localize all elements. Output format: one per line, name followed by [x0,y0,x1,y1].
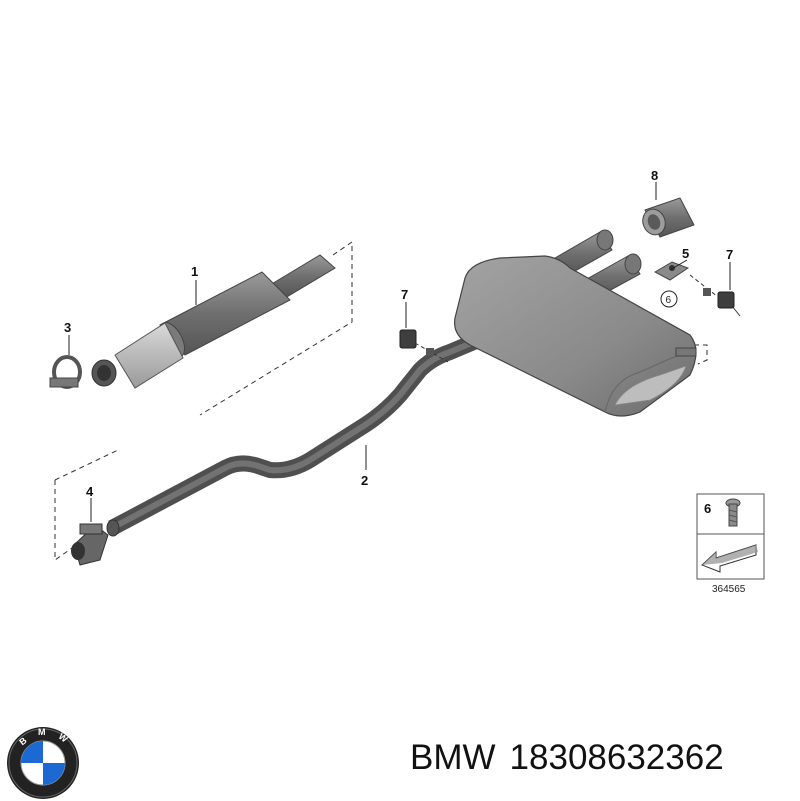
front-pipe-with-catalytic-converter [91,254,336,389]
hanger-bracket [653,261,690,281]
part-caption: BMW 18308632362 [410,738,724,778]
rear-muffler [453,229,697,417]
center-exhaust-pipe [106,328,492,537]
inset-number: 6 [704,501,711,516]
rubber-mount-right [689,274,741,317]
brand-name: BMW [410,738,496,777]
callout-7-left: 7 [401,287,408,302]
callout-7-right: 7 [726,247,733,262]
bolt-icon [725,498,741,527]
callout-5: 5 [682,246,689,261]
arrow-icon [701,544,758,573]
logo-letter-m: M [38,727,46,737]
rubber-mount-left [399,329,449,363]
callout-8: 8 [651,168,658,183]
inset-legend: 6 364565 [696,493,765,595]
callout-2: 2 [361,473,368,488]
assembly-outline-front [54,241,708,561]
pipe-clamp [49,355,82,389]
callout-3: 3 [64,320,71,335]
callout-1: 1 [191,264,198,279]
bmw-logo: B M W [7,727,79,799]
inset-image-id: 364565 [712,584,746,595]
logo-letter-b: B [17,735,29,747]
svg-text:6: 6 [666,295,672,306]
band-clamp [71,523,109,566]
part-number: 18308632362 [509,738,724,777]
callout-leaders [68,182,731,522]
callout-6-circle: 6 [660,290,678,308]
tailpipe-trim [642,197,695,238]
callout-4: 4 [86,484,94,499]
